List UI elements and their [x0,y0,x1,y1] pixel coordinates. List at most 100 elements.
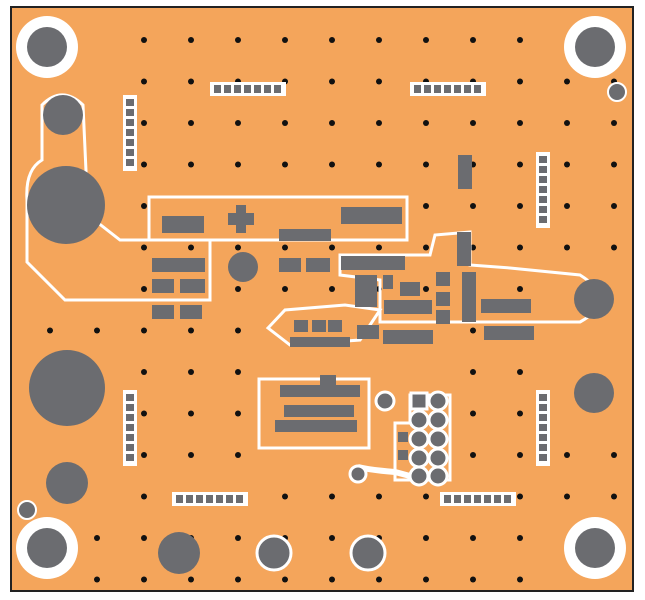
via [517,203,523,209]
via [611,244,617,251]
via [141,203,147,209]
stitch-pad-row [536,152,550,228]
via [470,327,476,334]
via [470,369,476,375]
via [564,120,570,126]
via [141,244,147,251]
via [141,535,147,541]
via [235,576,241,583]
via [423,286,429,292]
via [376,493,382,500]
via [376,78,382,85]
via [188,78,194,85]
via [282,244,288,251]
via [329,576,335,583]
via [235,327,241,334]
via [611,120,617,126]
mounting-hole-pad [575,528,615,568]
via [376,120,382,126]
via [282,120,288,126]
via [423,37,429,43]
mounting-hole-pad [27,27,67,67]
mounting-holes [16,16,626,579]
via [282,286,288,292]
via [517,369,523,375]
via [235,369,241,375]
via [517,493,523,500]
via [141,452,147,458]
large-pads [17,82,627,574]
via [517,576,523,583]
via [517,286,523,292]
via [47,327,53,334]
via-grid [47,37,617,583]
via [517,410,523,417]
via [564,493,570,500]
via [470,452,476,458]
via [470,576,476,583]
via [141,410,147,417]
via [423,120,429,126]
via [235,452,241,458]
via [94,535,100,541]
via [517,78,523,85]
via [376,244,382,251]
via [470,535,476,541]
via [564,452,570,458]
via [517,161,523,168]
upper-component-outline [147,195,409,242]
pad-rows [123,82,550,506]
smd-pads [152,155,534,460]
via [611,161,617,168]
via [282,576,288,583]
via [329,37,335,43]
via [564,244,570,251]
lower-circuit-outline [257,377,371,450]
via [517,244,523,251]
via [141,369,147,375]
via [470,410,476,417]
stitch-pad-row [123,95,137,171]
via [188,452,194,458]
via [517,120,523,126]
pin-header [348,390,449,487]
via [470,37,476,43]
stitch-pad-row [410,82,486,96]
via [376,576,382,583]
via [376,37,382,43]
via [611,203,617,209]
via [329,535,335,541]
via [188,37,194,43]
via [141,327,147,334]
via [141,493,147,500]
via [611,452,617,458]
via [141,78,147,85]
via [188,161,194,168]
via [376,161,382,168]
via [282,493,288,500]
stitch-pad-row [536,390,550,466]
stitch-pad-row [172,492,248,506]
stitch-pad-row [210,82,286,96]
via [423,576,429,583]
via [141,286,147,292]
stitch-pad-row [440,492,516,506]
via [282,37,288,43]
via [235,410,241,417]
via [141,120,147,126]
via [94,327,100,334]
stitch-pad-row [123,390,137,466]
via [329,78,335,85]
via [235,37,241,43]
via [188,410,194,417]
via [423,203,429,209]
via [94,576,100,583]
via [235,120,241,126]
via [611,493,617,500]
via [470,203,476,209]
via [235,286,241,292]
via [188,120,194,126]
via [564,161,570,168]
via [188,369,194,375]
via [470,120,476,126]
